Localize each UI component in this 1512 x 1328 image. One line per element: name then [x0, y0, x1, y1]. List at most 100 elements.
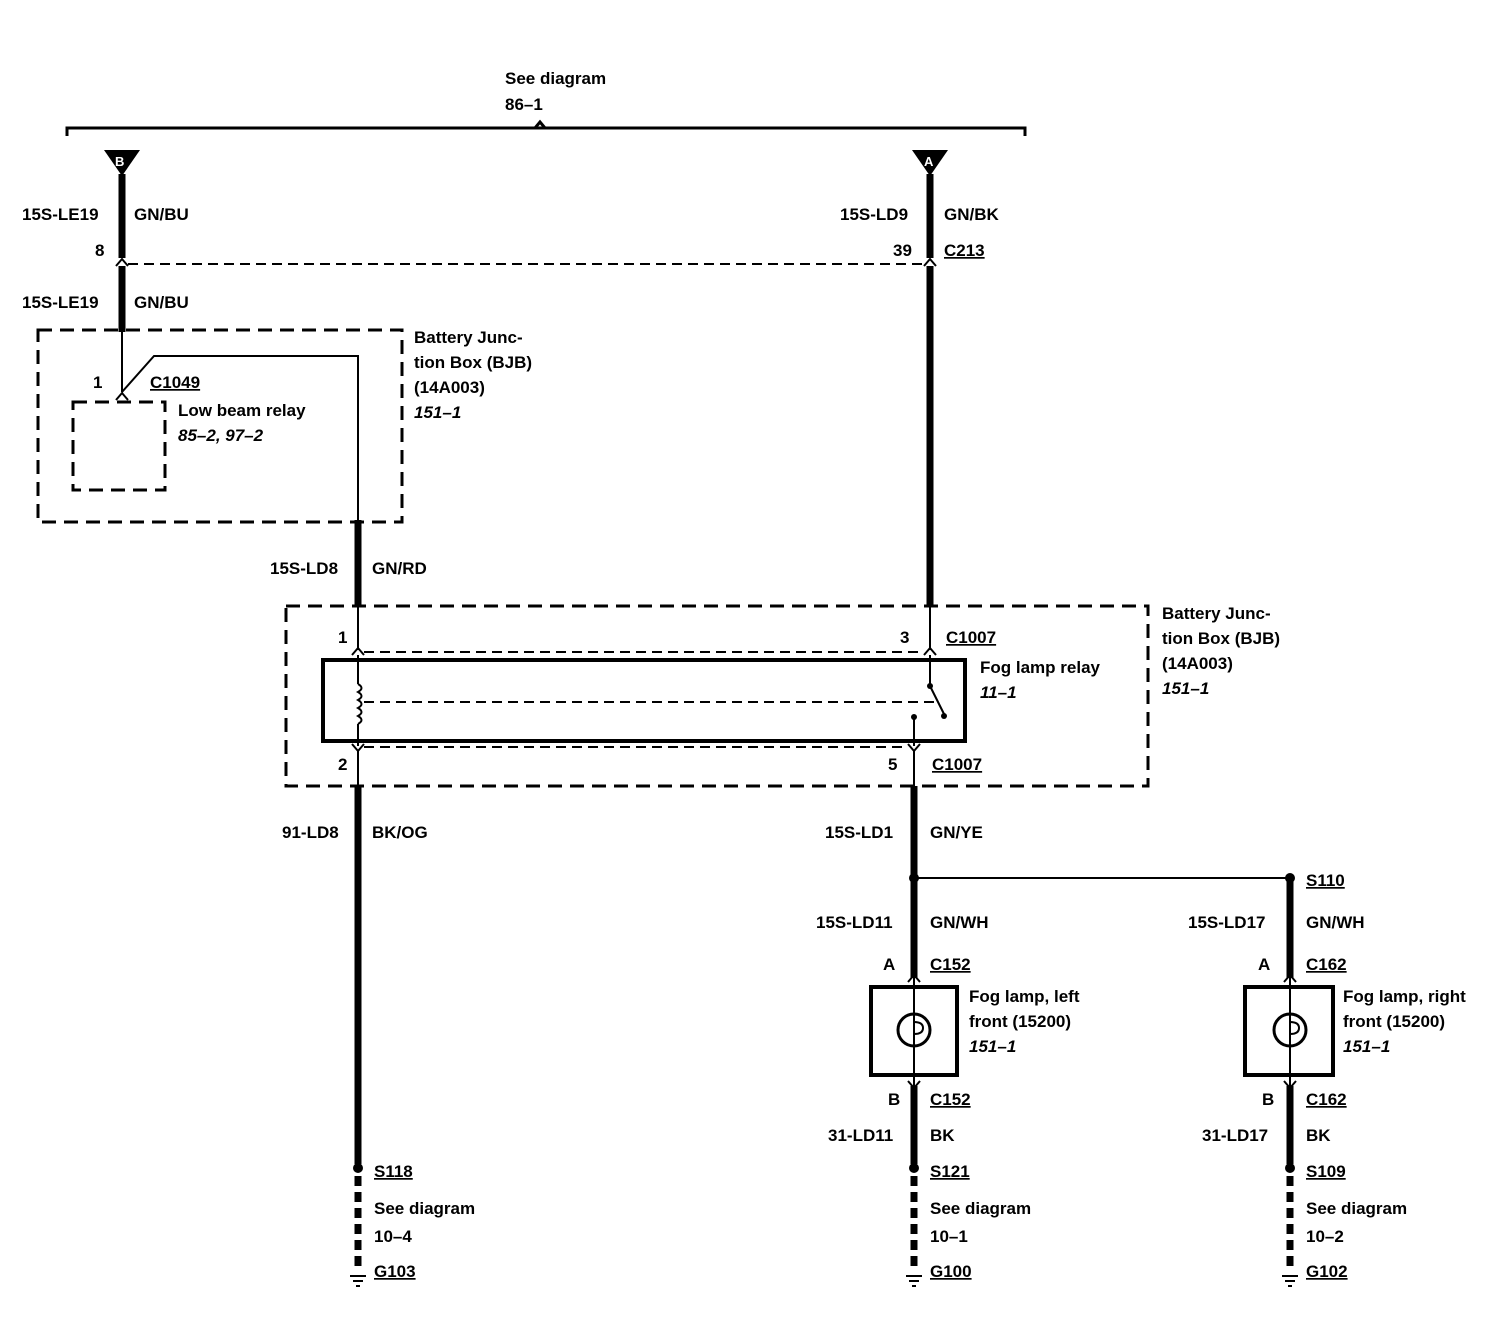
wire-ld11-color: GN/WH: [930, 913, 989, 932]
splice-s110-label: S110: [1306, 871, 1345, 890]
splice-s118-label: S118: [374, 1162, 413, 1181]
ground-g103-see-text: See diagram: [374, 1199, 475, 1218]
c162-top-label: C162: [1306, 955, 1347, 974]
c1049-pin-icon: [115, 391, 129, 401]
ground-g103-icon: [350, 1275, 366, 1287]
splice-s121-label: S121: [930, 1162, 970, 1181]
c1007-pin1: 1: [338, 628, 347, 647]
splice-s109-icon: [1285, 1163, 1295, 1173]
svg-text:A: A: [924, 154, 934, 169]
splice-s118-icon: [353, 1163, 363, 1173]
wire-ld17-ground-color: BK: [1306, 1126, 1331, 1145]
ground-g102-icon: [1282, 1275, 1298, 1287]
ground-column-g102: S109 See diagram 10–2 G102: [1282, 1162, 1407, 1287]
relay-switch-arm-icon: [929, 685, 945, 715]
c213-label: C213: [944, 241, 985, 260]
svg-text:B: B: [115, 154, 124, 169]
fog-lamp-left-label-1: Fog lamp, left: [969, 987, 1080, 1006]
fog-lamp-left-bulb-icon: [896, 1012, 932, 1048]
bjb-lower-label-3: (14A003): [1162, 654, 1233, 673]
c1007-pin5: 5: [888, 755, 897, 774]
wire-ld1-circuit: 15S-LD1: [825, 823, 893, 842]
wire-ld8-ground-color: BK/OG: [372, 823, 428, 842]
fog-lamp-left-filament-icon: [913, 1021, 925, 1035]
fog-lamp-right-bulb-icon: [1272, 1012, 1308, 1048]
c152-a-pin: A: [883, 955, 895, 974]
ground-g103-see-ref: 10–4: [374, 1227, 412, 1246]
wire-le19-color-b: GN/BU: [134, 293, 189, 312]
ground-g102-see-text: See diagram: [1306, 1199, 1407, 1218]
ground-g102-see-ref: 10–2: [1306, 1227, 1344, 1246]
relay-coil-icon: [355, 683, 363, 725]
c213-right-pin-icon: [923, 257, 937, 267]
c152-top-label: C152: [930, 955, 971, 974]
ground-g103-label: G103: [374, 1262, 416, 1281]
fog-lamp-left-label-2: front (15200): [969, 1012, 1071, 1031]
wire-le19-color-a: GN/BU: [134, 205, 189, 224]
connector-a-icon: A: [912, 150, 948, 176]
wire-ld1-color: GN/YE: [930, 823, 983, 842]
c1049-label: C1049: [150, 373, 200, 392]
c213-left-pin-icon: [115, 257, 129, 267]
c213-left-pin: 8: [95, 241, 104, 260]
top-bracket: [65, 119, 1027, 136]
bjb-upper-label-3: (14A003): [414, 378, 485, 397]
connector-b-icon: B: [104, 150, 140, 176]
wire-ld11-ground-circuit: 31-LD11: [828, 1126, 893, 1145]
wire-ld8-circuit: 15S-LD8: [270, 559, 338, 578]
c162-bottom-label: C162: [1306, 1090, 1347, 1109]
ground-column-g103: S118 See diagram 10–4 G103: [350, 1162, 475, 1287]
c213-right-pin: 39: [893, 241, 912, 260]
wire-ld8-color: GN/RD: [372, 559, 427, 578]
top-see-diagram-ref: 86–1: [505, 95, 543, 114]
c162-a-pin-icon: [1283, 973, 1297, 983]
ground-g100-icon: [906, 1275, 922, 1287]
ground-column-g100: S121 See diagram 10–1 G100: [906, 1162, 1031, 1287]
wire-ld9-circuit: 15S-LD9: [840, 205, 908, 224]
wire-ld11-circuit: 15S-LD11: [816, 913, 893, 932]
low-beam-relay-label: Low beam relay: [178, 401, 306, 420]
bjb-upper-label-1: Battery Junc-: [414, 328, 523, 347]
ground-g102-label: G102: [1306, 1262, 1348, 1281]
ground-g100-label: G100: [930, 1262, 972, 1281]
c1049-pin: 1: [93, 373, 102, 392]
wire-ld17-ground-circuit: 31-LD17: [1202, 1126, 1268, 1145]
c152-b-pin: B: [888, 1090, 900, 1109]
c1007-pin2: 2: [338, 755, 347, 774]
c152-bottom-label: C152: [930, 1090, 971, 1109]
ground-g100-see-text: See diagram: [930, 1199, 1031, 1218]
low-beam-output-wire: [121, 355, 359, 522]
fog-lamp-relay-ref: 11–1: [980, 683, 1017, 702]
relay-switch-tip-icon: [941, 713, 947, 719]
fog-lamp-relay-box: [321, 658, 967, 743]
wire-ld8-ground-circuit: 91-LD8: [282, 823, 339, 842]
wire-le19-circuit-a: 15S-LE19: [22, 205, 99, 224]
fog-lamp-right-label-1: Fog lamp, right: [1343, 987, 1466, 1006]
splice-s109-label: S109: [1306, 1162, 1346, 1181]
ground-g100-see-ref: 10–1: [930, 1227, 968, 1246]
fog-lamp-right-label-3: 151–1: [1343, 1037, 1390, 1056]
bjb-lower-label-4: 151–1: [1162, 679, 1209, 698]
c162-a-pin: A: [1258, 955, 1270, 974]
fog-lamp-right-label-2: front (15200): [1343, 1012, 1445, 1031]
fog-lamp-right-filament-icon: [1289, 1021, 1301, 1035]
bjb-upper-label-4: 151–1: [414, 403, 461, 422]
bjb-lower-label-2: tion Box (BJB): [1162, 629, 1280, 648]
c1007-pin1-icon: [351, 646, 365, 656]
c1007-pin3-icon: [923, 646, 937, 656]
top-see-diagram-text: See diagram: [505, 69, 606, 88]
wire-ld9-color: GN/BK: [944, 205, 1000, 224]
low-beam-relay-ref: 85–2, 97–2: [178, 426, 264, 445]
c152-a-pin-icon: [907, 973, 921, 983]
wire-ld11-ground-color: BK: [930, 1126, 955, 1145]
fog-lamp-left-label-3: 151–1: [969, 1037, 1016, 1056]
wire-ld17-circuit: 15S-LD17: [1188, 913, 1265, 932]
low-beam-relay-box: [71, 400, 167, 492]
c1007-pin3: 3: [900, 628, 909, 647]
fog-lamp-relay-label: Fog lamp relay: [980, 658, 1101, 677]
c1007-top-label: C1007: [946, 628, 996, 647]
c162-b-pin: B: [1262, 1090, 1274, 1109]
c1007-bottom-label: C1007: [932, 755, 982, 774]
wire-le19-circuit-b: 15S-LE19: [22, 293, 99, 312]
